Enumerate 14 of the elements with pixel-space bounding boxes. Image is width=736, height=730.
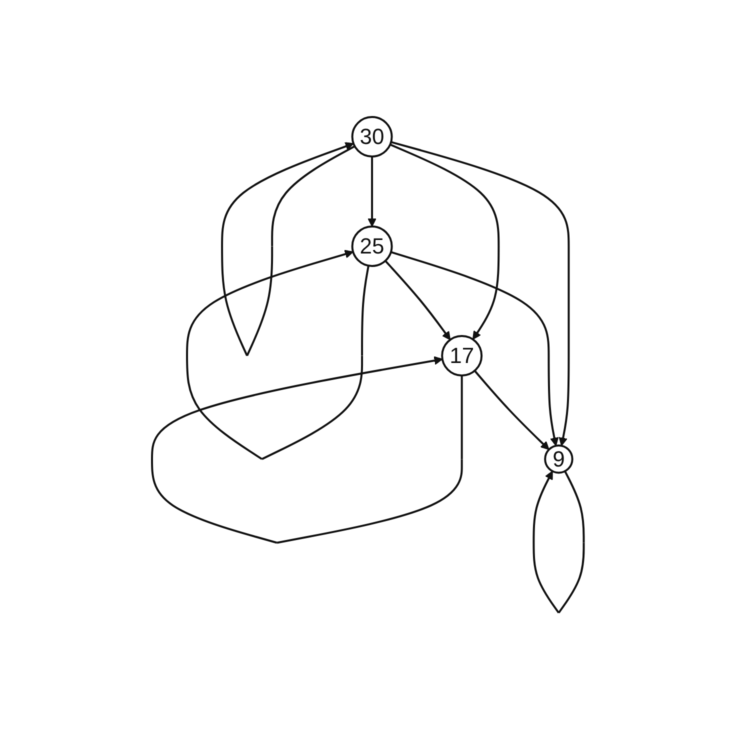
arrow	[390, 251, 559, 446]
arrow	[368, 156, 377, 227]
node-circle: 30	[351, 116, 393, 158]
node-circle: 17	[441, 335, 483, 376]
node-circle: 9	[544, 444, 574, 474]
arrow	[186, 250, 370, 460]
arrow	[151, 356, 463, 544]
arrow	[474, 370, 550, 450]
arrow	[390, 141, 570, 446]
arrow	[390, 144, 500, 340]
arrow	[532, 470, 585, 614]
arrow	[384, 260, 451, 340]
node-circle: 25	[351, 226, 393, 267]
arrow	[221, 142, 356, 356]
